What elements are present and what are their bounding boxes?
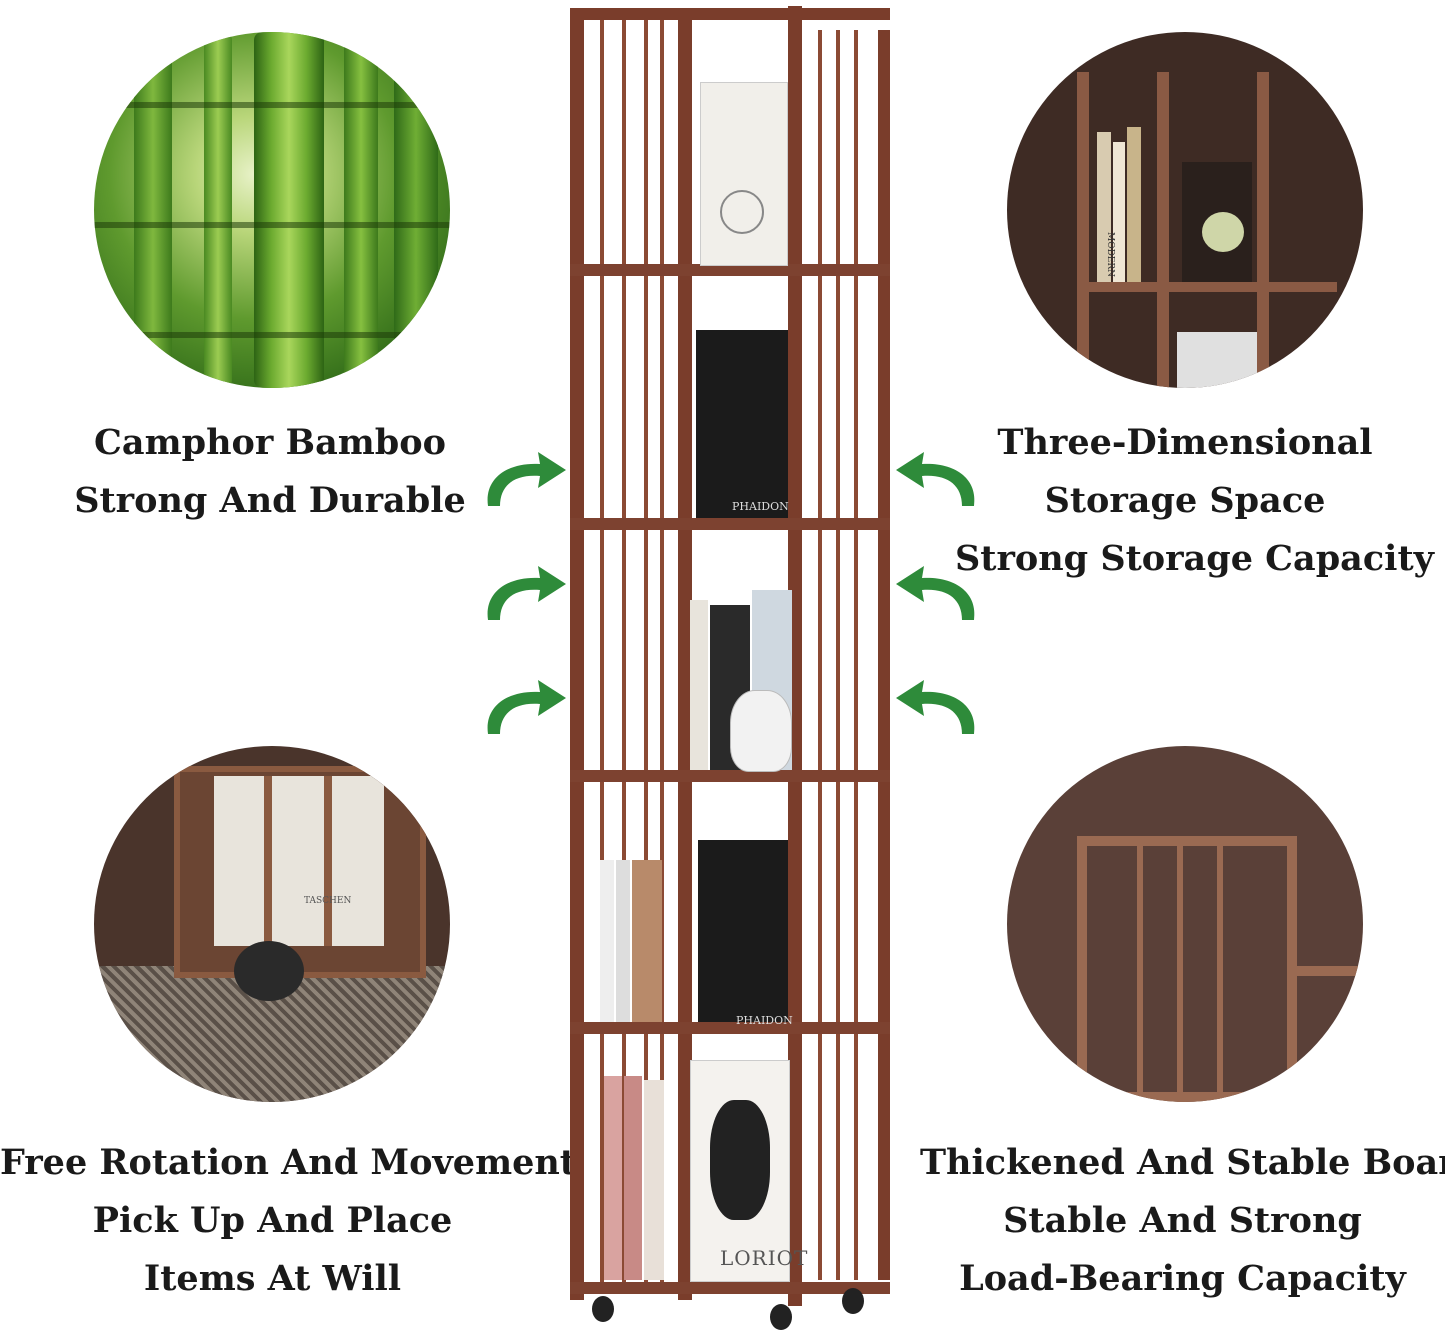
shelf-detail-photo: MODERN xyxy=(1007,32,1363,388)
book-spine-phaidon: PHAIDON xyxy=(732,500,789,513)
book xyxy=(624,1076,642,1280)
book xyxy=(690,1060,790,1282)
rotating-bookshelf: PHAIDON PHAIDON LORIOT xyxy=(560,0,900,1343)
book xyxy=(700,82,788,266)
rotation-arrow-icon xyxy=(896,566,975,620)
wheel-detail-photo: TASCHEN xyxy=(94,746,450,1102)
book xyxy=(644,1080,664,1280)
caption-camphor-bamboo: Camphor Bamboo Strong And Durable xyxy=(74,422,466,521)
caption-three-dimensional: Three-Dimensional Storage Space Strong S… xyxy=(955,422,1434,579)
book xyxy=(600,860,614,1022)
book xyxy=(632,860,662,1022)
bamboo-photo xyxy=(94,32,450,388)
caster-wheel xyxy=(770,1304,792,1330)
book-spine-loriot: LORIOT xyxy=(720,1246,809,1270)
book-cover-art xyxy=(710,1100,770,1220)
book-spine-taschen: TASCHEN xyxy=(304,896,352,906)
book xyxy=(604,1076,622,1280)
rotation-arrow-icon xyxy=(487,452,566,506)
rotation-arrow-icon xyxy=(896,680,975,734)
caption-free-rotation: Free Rotation And Movement Pick Up And P… xyxy=(0,1142,576,1299)
book-spine-phaidon: PHAIDON xyxy=(736,1014,793,1027)
book xyxy=(616,860,630,1022)
rotation-arrow-icon xyxy=(487,566,566,620)
caption-thickened-board: Thickened And Stable Board Stable And St… xyxy=(920,1142,1445,1299)
book-cover-art xyxy=(720,190,764,234)
board-detail-photo xyxy=(1007,746,1363,1102)
rotation-arrow-icon xyxy=(896,452,975,506)
caster-wheel xyxy=(592,1296,614,1322)
plush-toy xyxy=(730,690,792,772)
rotation-arrow-icon xyxy=(487,680,566,734)
book xyxy=(698,840,788,1022)
book-spine-modern: MODERN xyxy=(1105,232,1115,278)
book xyxy=(690,600,708,770)
caster-wheel xyxy=(842,1288,864,1314)
book xyxy=(696,330,788,518)
